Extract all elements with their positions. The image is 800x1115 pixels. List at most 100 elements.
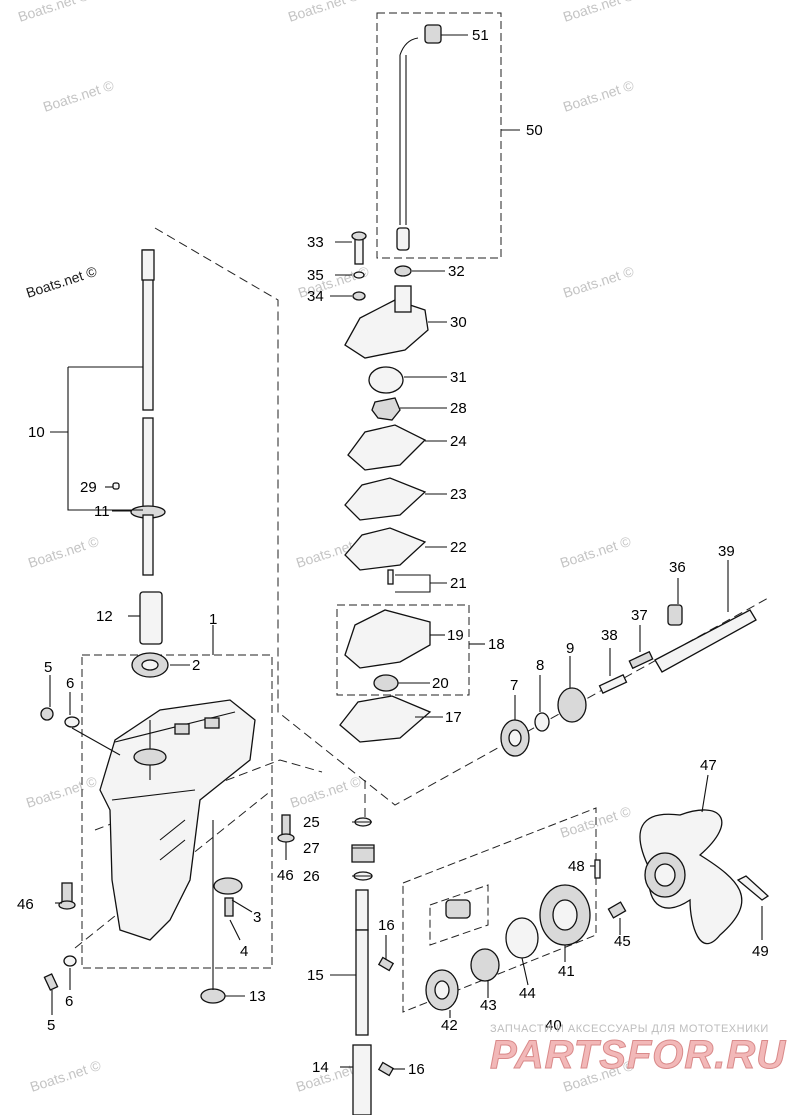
watermark: Boats.net © xyxy=(16,0,91,25)
callout-12: 12 xyxy=(96,608,113,625)
drive-shaft-lower xyxy=(142,417,154,519)
shift-rod-assembly xyxy=(396,24,442,251)
watermark: Boats.net © xyxy=(28,1057,103,1095)
pump-base-19 xyxy=(344,609,431,669)
footer-tagline: ЗАПЧАСТИ И АКСЕССУАРЫ ДЛЯ МОТОТЕХНИКИ xyxy=(490,1023,769,1035)
callout-6: 6 xyxy=(66,675,74,692)
gasket-17 xyxy=(339,695,432,743)
callout-42: 42 xyxy=(441,1017,458,1034)
gear-housing xyxy=(99,699,256,941)
bolt-45 xyxy=(607,901,627,919)
watermark: Boats.net © xyxy=(41,77,116,115)
impeller-28 xyxy=(371,397,401,421)
callout-32: 32 xyxy=(448,263,465,280)
grommet-32 xyxy=(394,265,412,277)
callout-9: 9 xyxy=(566,640,574,657)
callout-37: 37 xyxy=(631,607,648,624)
spring-37 xyxy=(628,650,654,670)
leader-lines xyxy=(49,34,763,1070)
callout-23: 23 xyxy=(450,486,467,503)
guide-housing-lower xyxy=(94,759,323,831)
callout-1: 1 xyxy=(209,611,217,628)
callout-18: 18 xyxy=(488,636,505,653)
prop-shaft-lower xyxy=(425,859,627,1011)
impeller-insert-31 xyxy=(368,366,404,394)
sleeve-12 xyxy=(139,591,163,645)
propeller-47 xyxy=(639,809,743,945)
shaft-39 xyxy=(654,609,757,673)
callout-31: 31 xyxy=(450,369,467,386)
clip-51 xyxy=(424,24,442,44)
callout-40: 40 xyxy=(545,1017,562,1034)
pin-29 xyxy=(112,482,120,490)
callout-30: 30 xyxy=(450,314,467,331)
callout-46: 46 xyxy=(17,896,34,913)
pin-48 xyxy=(594,859,601,879)
water-pump-stack xyxy=(339,231,432,743)
o-ring-44 xyxy=(505,917,539,959)
callout-47: 47 xyxy=(700,757,717,774)
cotter-pin-49 xyxy=(736,875,770,901)
callout-38: 38 xyxy=(601,627,618,644)
callout-41: 41 xyxy=(558,963,575,980)
watermark: Boats.net © xyxy=(24,773,99,811)
callout-33: 33 xyxy=(307,234,324,251)
callout-17: 17 xyxy=(445,709,462,726)
seal-43 xyxy=(470,948,500,982)
box-inner-reverse-gear xyxy=(429,884,489,946)
footer-branding: ЗАПЧАСТИ И АКСЕССУАРЫ ДЛЯ МОТОТЕХНИКИ PA… xyxy=(490,1023,786,1078)
callout-29: 29 xyxy=(80,479,97,496)
callout-2: 2 xyxy=(192,657,200,674)
watermark: Boats.net © xyxy=(558,533,633,571)
callout-20: 20 xyxy=(432,675,449,692)
callout-44: 44 xyxy=(519,985,536,1002)
callout-28: 28 xyxy=(450,400,467,417)
callout-51: 51 xyxy=(472,27,489,44)
drive-shaft-spline xyxy=(141,249,155,281)
callout-3: 3 xyxy=(253,909,261,926)
callout-11: 11 xyxy=(94,503,110,520)
callout-35: 35 xyxy=(307,267,324,284)
callout-45: 45 xyxy=(614,933,631,950)
callout-4: 4 xyxy=(240,943,248,960)
watermark: Boats.net © xyxy=(561,77,636,115)
callout-8: 8 xyxy=(536,657,544,674)
pin-38 xyxy=(598,674,628,694)
footer-brand-logo: PARTSFOR.RU xyxy=(490,1033,786,1077)
callout-5: 5 xyxy=(44,659,52,676)
gear-9 xyxy=(557,687,587,723)
box-1-gear-housing xyxy=(81,654,273,969)
callout-19: 19 xyxy=(447,627,464,644)
watermark: Boats.net © xyxy=(26,533,101,571)
clutch-36 xyxy=(667,604,683,626)
box-50-shift-rod xyxy=(376,12,502,259)
callout-25: 25 xyxy=(303,814,320,831)
callout-7: 7 xyxy=(510,677,518,694)
plate-23 xyxy=(344,477,427,521)
callout-6: 6 xyxy=(65,993,73,1010)
watermark: Boats.net © xyxy=(561,0,636,25)
washer-34 xyxy=(352,291,366,301)
callout-14: 14 xyxy=(312,1059,329,1076)
plate-22 xyxy=(344,527,427,571)
callout-labels: 1 2 3 4 5 5 6 6 7 8 9 10 11 12 13 14 15 … xyxy=(17,27,769,1078)
callout-5: 5 xyxy=(47,1017,55,1034)
bearing-2 xyxy=(131,652,169,678)
seal-20 xyxy=(373,674,399,692)
callout-36: 36 xyxy=(669,559,686,576)
callout-16: 16 xyxy=(408,1061,425,1078)
watermark: Boats.net © xyxy=(24,263,99,301)
callout-49: 49 xyxy=(752,943,769,960)
propeller xyxy=(639,809,770,945)
callout-50: 50 xyxy=(526,122,543,139)
gear-reverse xyxy=(445,899,471,919)
drive-shaft-assembly xyxy=(112,249,166,576)
callout-26: 26 xyxy=(303,868,320,885)
callout-48: 48 xyxy=(568,858,585,875)
callout-22: 22 xyxy=(450,539,467,556)
pump-housing-30 xyxy=(344,299,429,359)
shift-shaft-lower xyxy=(351,817,395,1115)
washer-8 xyxy=(534,712,550,732)
watermark: Boats.net © xyxy=(561,263,636,301)
